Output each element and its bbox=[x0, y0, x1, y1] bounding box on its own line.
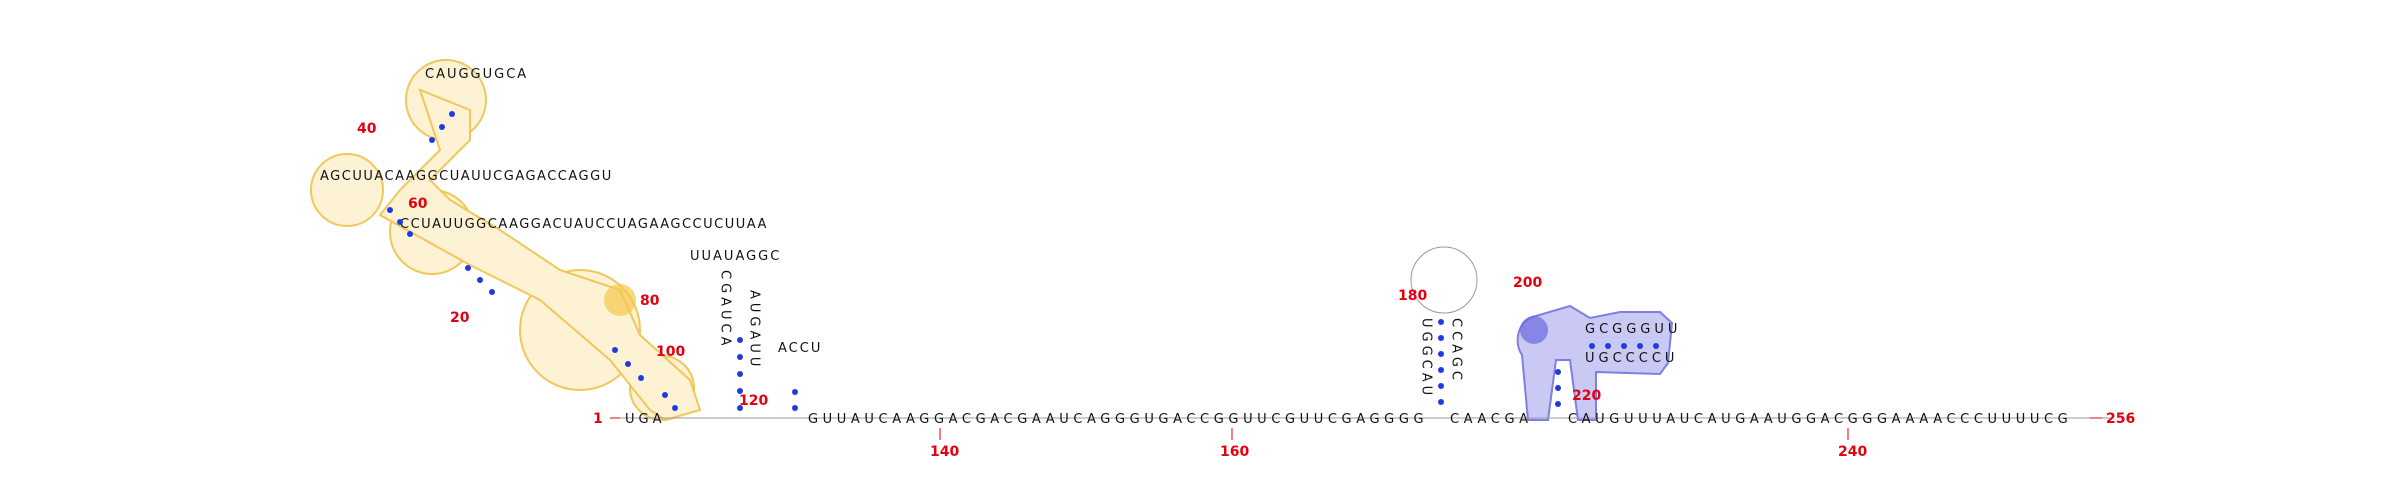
left-domain: CAUGGUGCA AGCUUACAAGGCUAUUCGAGACCAGGU CC… bbox=[320, 67, 768, 411]
pos-label-140: 140 bbox=[930, 444, 959, 460]
hairpin-120-left: CGAUCA bbox=[718, 270, 733, 350]
branch-200-bottom: UGCCCCU bbox=[1585, 351, 1678, 366]
left-domain-stem-b: CCUAUUGGCAAGGACUAUCCUAGAAGCCUCUUAA bbox=[400, 217, 768, 232]
branch-200: GCGGGUU UGCCCCU bbox=[1555, 322, 1681, 407]
pos-label-180: 180 bbox=[1398, 288, 1427, 304]
highlight-accent-yellow bbox=[604, 284, 636, 316]
hairpin-180: UGGCAU CCAGC bbox=[1419, 318, 1464, 405]
hairpin-180-right: CCAGC bbox=[1449, 318, 1464, 384]
strand-prefix: UGA bbox=[625, 412, 665, 427]
strand-mid: CAACGA bbox=[1450, 412, 1533, 427]
pos-label-220: 220 bbox=[1572, 388, 1601, 404]
pos-label-240: 240 bbox=[1838, 444, 1867, 460]
pos-label-20: 20 bbox=[450, 310, 470, 326]
pos-label-256: 256 bbox=[2106, 411, 2135, 427]
pos-label-60: 60 bbox=[408, 196, 428, 212]
backbone bbox=[610, 246, 2110, 419]
hairpin-180-left: UGGCAU bbox=[1419, 318, 1434, 399]
left-domain-stem-a: AGCUUACAAGGCUAUUCGAGACCAGGU bbox=[320, 169, 613, 184]
left-domain-top-loop: CAUGGUGCA bbox=[425, 67, 528, 82]
pos-label-1: 1 bbox=[593, 411, 603, 427]
branch-200-top: GCGGGUU bbox=[1585, 322, 1681, 337]
hairpin-120: CGAUCA AUGAUU UUAUAGGC bbox=[690, 249, 781, 411]
highlight-accent-blue bbox=[1520, 316, 1548, 344]
hairpin-small-loop: ACCU bbox=[778, 341, 822, 356]
baseline-strand: UGA GUUAUCAAGGACGACGAAUCAGGGUGACCGGUUCGU… bbox=[625, 412, 2072, 427]
pos-label-160: 160 bbox=[1220, 444, 1249, 460]
strand-tail: CAUGUUUAUCAUGAAUGGACGGGAAAACCCUUUUCG bbox=[1568, 412, 2072, 427]
position-ticks bbox=[610, 417, 2102, 440]
hairpin-small: ACCU bbox=[778, 341, 822, 411]
pos-label-200: 200 bbox=[1513, 275, 1542, 291]
position-labels: 1 20 40 60 80 100 120 140 160 180 200 22… bbox=[357, 121, 2135, 460]
highlight-domain-yellow bbox=[310, 59, 702, 422]
strand-main: GUUAUCAAGGACGACGAAUCAGGGUGACCGGUUCGUUCGA… bbox=[808, 412, 1428, 427]
pos-label-120: 120 bbox=[739, 393, 768, 409]
pos-label-100: 100 bbox=[656, 344, 685, 360]
pos-label-80: 80 bbox=[640, 293, 660, 309]
hairpin-120-loop: UUAUAGGC bbox=[690, 249, 781, 264]
pos-label-40: 40 bbox=[357, 121, 377, 137]
hairpin-120-right: AUGAUU bbox=[747, 290, 762, 370]
